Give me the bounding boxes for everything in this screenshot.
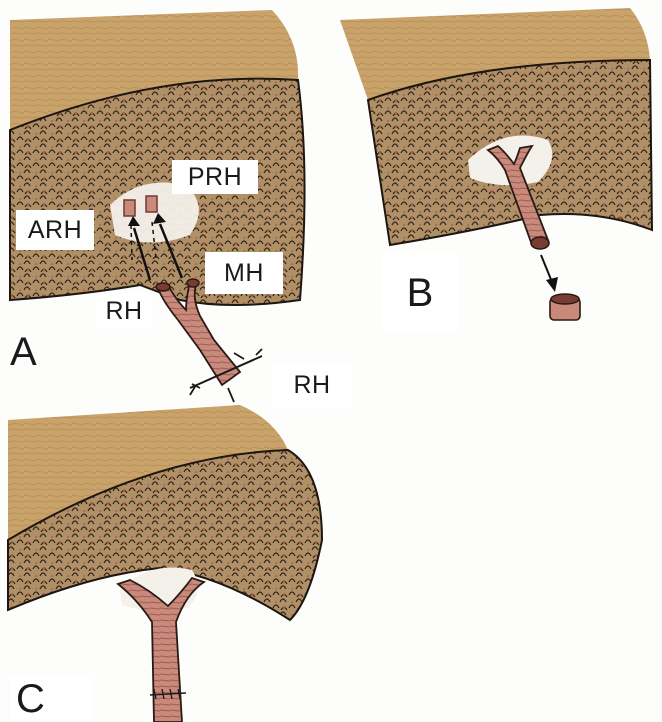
panel-letter-a: A [10,326,70,378]
arrowhead-removed-segment [546,277,558,292]
label-rh-upper: RH [95,293,153,329]
panel-letter-b: B [382,254,458,332]
label-prh: PRH [172,160,258,194]
panel-letter-c: C [10,676,92,722]
resected-vein-segment [550,294,580,320]
label-mh: MH [205,252,283,294]
arrow-removed-segment [541,255,552,282]
label-rh-lower: RH [272,362,352,408]
panel-c [8,405,322,722]
label-arh: ARH [16,210,94,250]
prh-stump [146,196,157,212]
arh-stump [124,200,135,216]
